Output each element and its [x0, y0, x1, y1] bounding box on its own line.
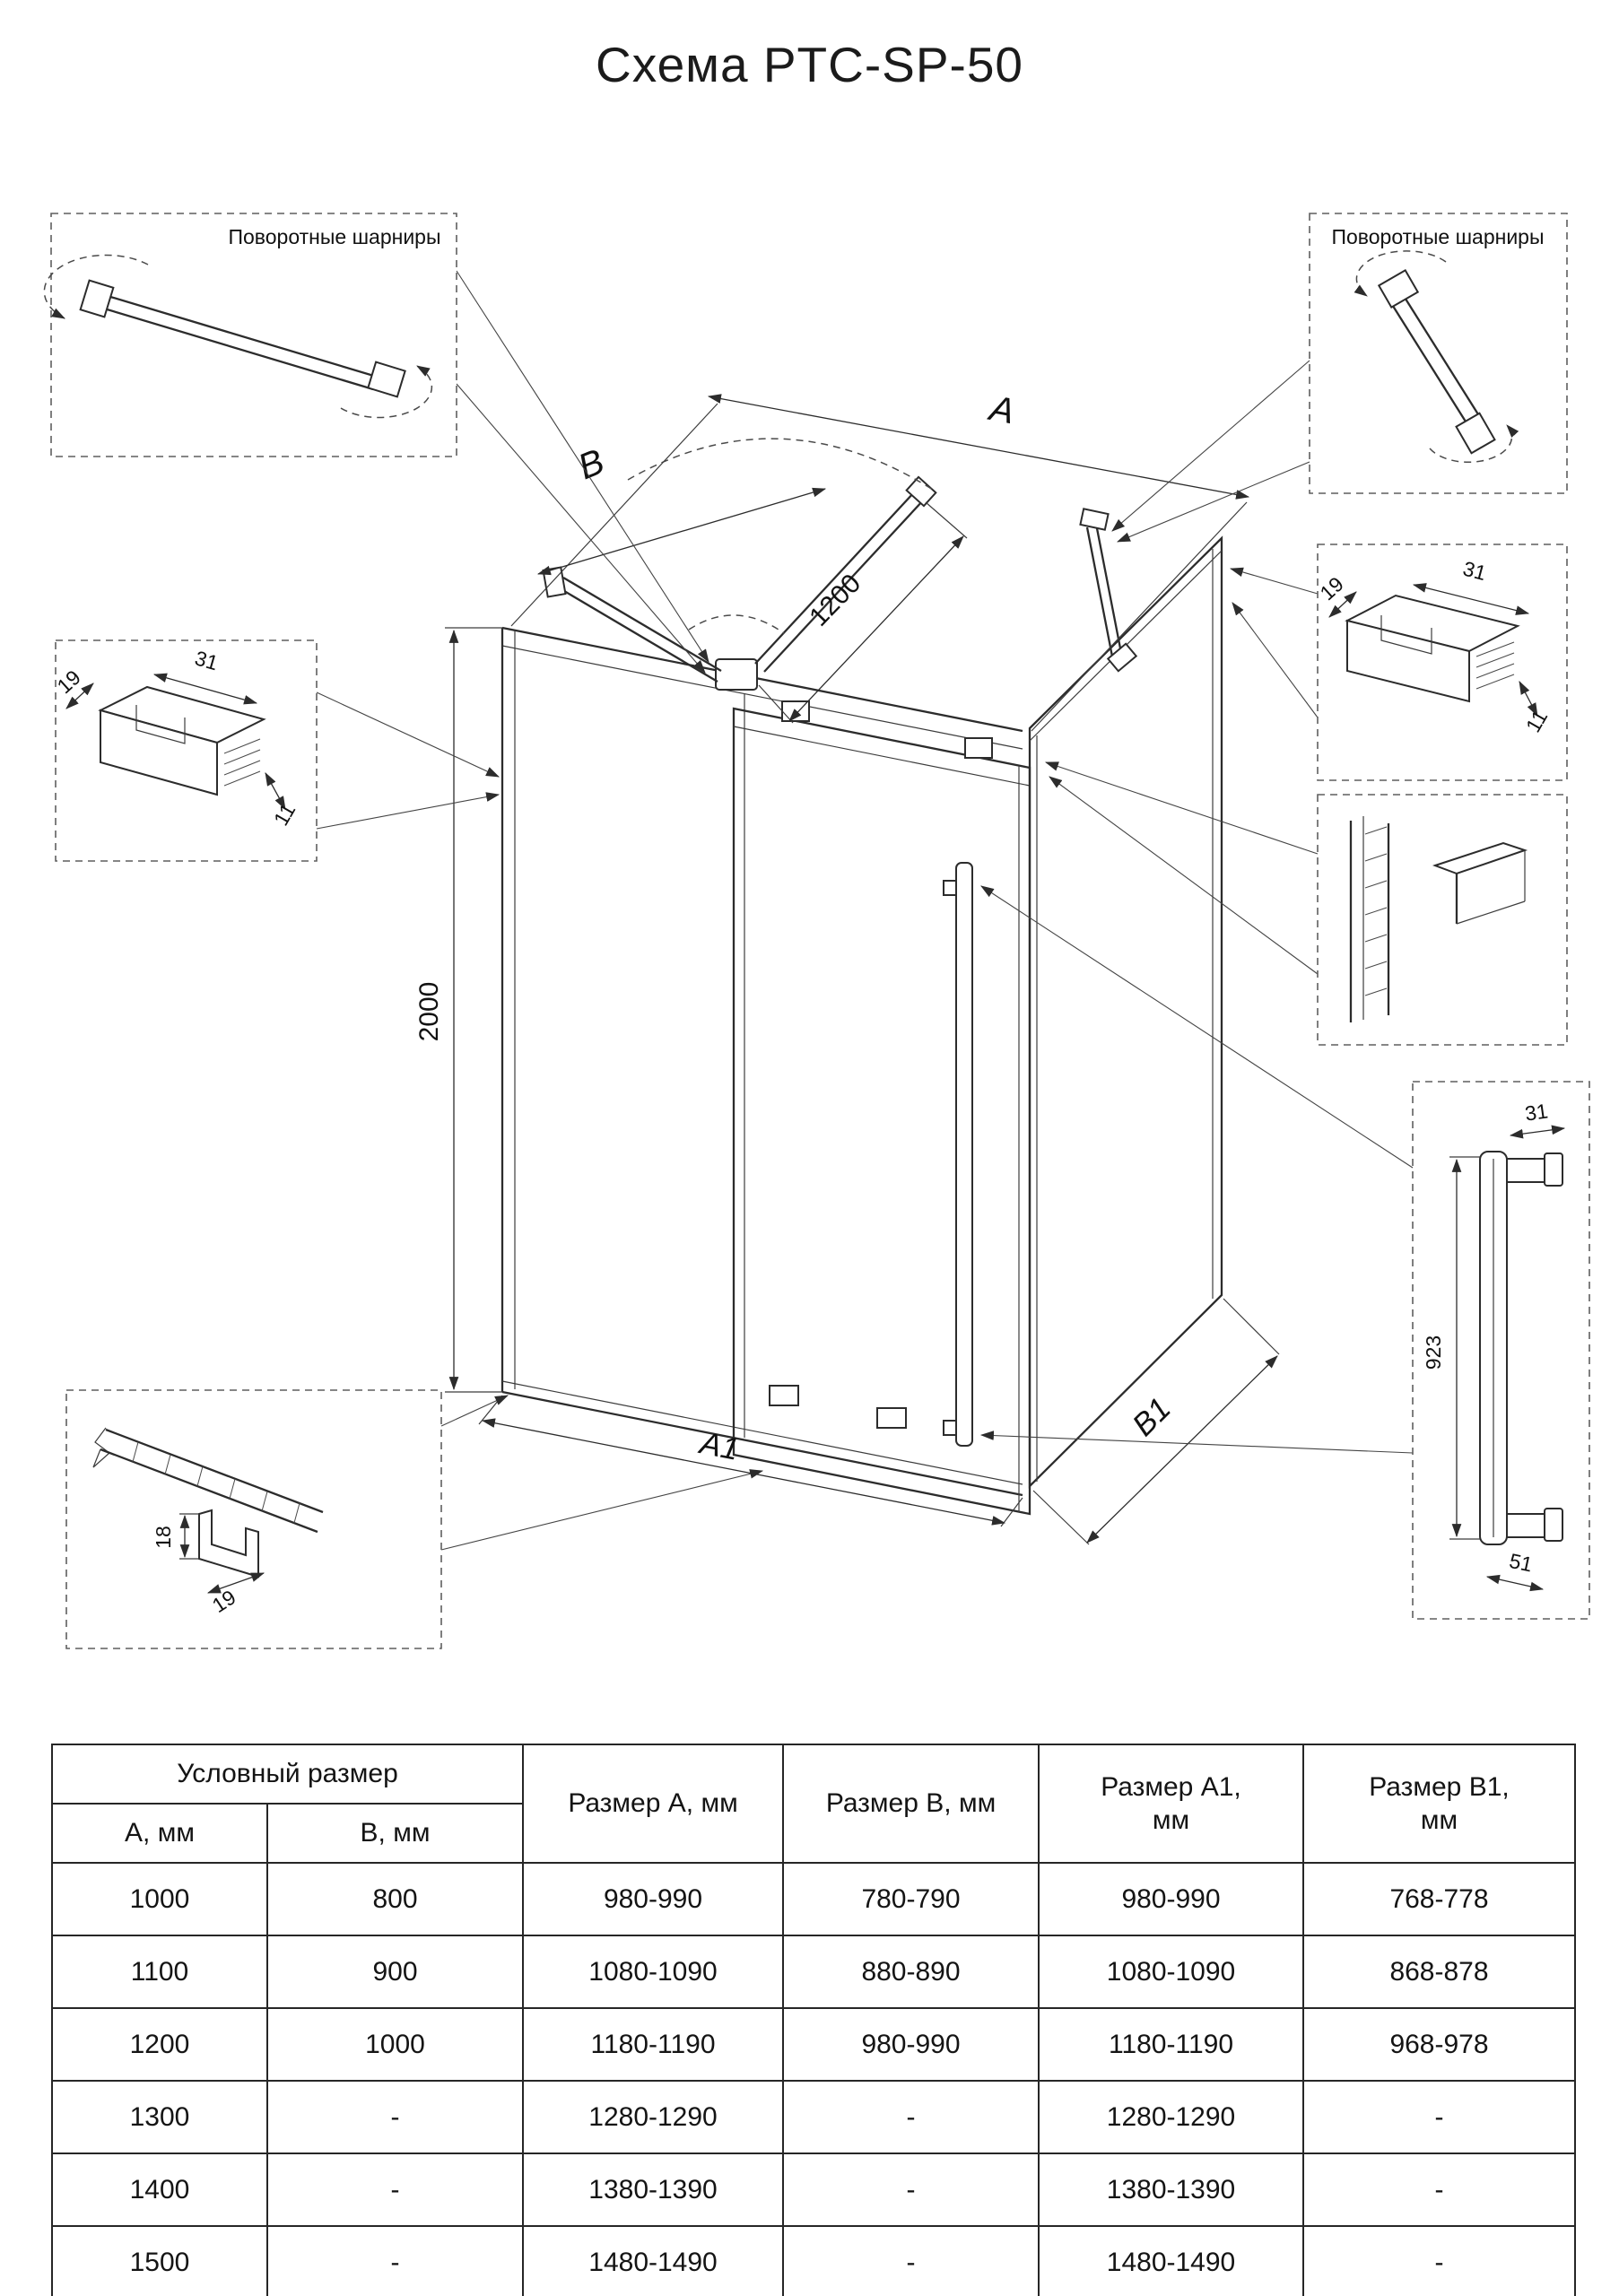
cell: - — [1302, 2080, 1576, 2154]
header-a-mm: А, мм — [51, 1803, 268, 1864]
cell: - — [782, 2152, 1040, 2227]
cell: - — [1302, 2152, 1576, 2227]
cell: 800 — [266, 1862, 524, 1936]
handle-31: 31 — [1523, 1099, 1549, 1125]
swing-arc — [627, 438, 934, 491]
cell: - — [782, 2225, 1040, 2296]
cell: 1280-1290 — [1038, 2080, 1304, 2154]
cell: 868-878 — [1302, 1935, 1576, 2009]
top-clamp — [715, 658, 758, 691]
cell: 1480-1490 — [1038, 2225, 1304, 2296]
detail-hinges-right: Поворотные шарниры — [1309, 213, 1568, 494]
handle-923: 923 — [1422, 1335, 1445, 1370]
header-conditional-size: Условный размер — [51, 1744, 524, 1805]
header-row-1: Условный размер Размер А, мм Размер В, м… — [51, 1744, 1576, 1864]
cell: 1300 — [51, 2080, 268, 2154]
cell: - — [266, 2152, 524, 2227]
shower-enclosure — [500, 438, 1223, 1516]
cell: 1280-1290 — [522, 2080, 784, 2154]
cell: 1000 — [266, 2007, 524, 2082]
cell: - — [1302, 2225, 1576, 2296]
cell: 1400 — [51, 2152, 268, 2227]
door-roller — [964, 737, 993, 759]
detail-handle: 31 923 51 — [1412, 1081, 1590, 1620]
cell: 1200 — [51, 2007, 268, 2082]
dim-a-label: A — [985, 388, 1017, 431]
cell: 1180-1190 — [1038, 2007, 1304, 2082]
hinges-right-label: Поворотные шарниры — [1331, 225, 1544, 248]
detail-wall-profile-right: 19 31 11 — [1315, 544, 1568, 781]
main-dimensions: A B 2000 1200 A1 B1 — [414, 388, 1280, 1545]
detail-bottom-rail: 18 19 — [65, 1389, 442, 1649]
cell: 1100 — [51, 1935, 268, 2009]
cell: 980-990 — [782, 2007, 1040, 2082]
table-row: 1400 - 1380-1390 - 1380-1390 - — [51, 2152, 1576, 2227]
support-bar-side — [1079, 508, 1138, 673]
cell: 1000 — [51, 1862, 268, 1936]
bottom-profile-18: 18 — [152, 1526, 175, 1549]
detail-hinges-left: Поворотные шарниры — [43, 213, 457, 457]
size-table: Условный размер Размер А, мм Размер В, м… — [51, 1744, 1576, 2296]
right-profile-19: 19 — [1315, 572, 1347, 604]
right-profile-31: 31 — [1460, 556, 1488, 585]
detail-panel-junction — [1317, 794, 1568, 1046]
header-size-a: Размер А, мм — [522, 1744, 784, 1864]
cell: - — [782, 2080, 1040, 2154]
cell: - — [266, 2080, 524, 2154]
hinges-left-label: Поворотные шарниры — [228, 225, 440, 248]
cell: 1500 — [51, 2225, 268, 2296]
left-profile-11: 11 — [269, 799, 300, 830]
header-b-mm: В, мм — [266, 1803, 524, 1864]
cell: 1380-1390 — [1038, 2152, 1304, 2227]
table-row: 1300 - 1280-1290 - 1280-1290 - — [51, 2080, 1576, 2154]
cell: 900 — [266, 1935, 524, 2009]
door-guide — [769, 1385, 799, 1406]
table-row: 1500 - 1480-1490 - 1480-1490 - — [51, 2225, 1576, 2296]
support-bar-left — [542, 566, 722, 683]
cell: 768-778 — [1302, 1862, 1576, 1936]
cell: 1380-1390 — [522, 2152, 784, 2227]
cell: 968-978 — [1302, 2007, 1576, 2082]
dim-b1-label: B1 — [1126, 1391, 1178, 1443]
header-size-b: Размер В, мм — [782, 1744, 1040, 1864]
leader-lines — [316, 270, 1414, 1551]
cell: 980-990 — [522, 1862, 784, 1936]
header-row-2: А, мм В, мм — [51, 1803, 1575, 1864]
header-size-b1: Размер В1, мм — [1302, 1744, 1576, 1864]
table-row: 1100 900 1080-1090 880-890 1080-1090 868… — [51, 1935, 1576, 2009]
cell: 1080-1090 — [522, 1935, 784, 2009]
cell: 1480-1490 — [522, 2225, 784, 2296]
left-profile-19: 19 — [52, 665, 84, 698]
page-title: Схема PTC-SP-50 — [595, 37, 1024, 92]
cell: - — [266, 2225, 524, 2296]
dim-a1-label: A1 — [695, 1425, 741, 1467]
bottom-profile-19: 19 — [208, 1585, 240, 1617]
handle-51: 51 — [1507, 1549, 1534, 1577]
header-size-a1: Размер А1, мм — [1038, 1744, 1304, 1864]
detail-wall-profile-left: 19 31 11 — [52, 639, 318, 862]
cell: 1180-1190 — [522, 2007, 784, 2082]
dim-height-label: 2000 — [414, 982, 444, 1042]
door-handle — [943, 862, 973, 1447]
door-guide — [876, 1407, 907, 1429]
table-row: 1200 1000 1180-1190 980-990 1180-1190 96… — [51, 2007, 1576, 2082]
cell: 1080-1090 — [1038, 1935, 1304, 2009]
cell: 980-990 — [1038, 1862, 1304, 1936]
table-row: 1000 800 980-990 780-790 980-990 768-778 — [51, 1862, 1576, 1936]
pivot-arc — [688, 614, 785, 634]
left-profile-31: 31 — [192, 646, 221, 674]
cell: 780-790 — [782, 1862, 1040, 1936]
right-profile-11: 11 — [1521, 706, 1552, 736]
cell: 880-890 — [782, 1935, 1040, 2009]
